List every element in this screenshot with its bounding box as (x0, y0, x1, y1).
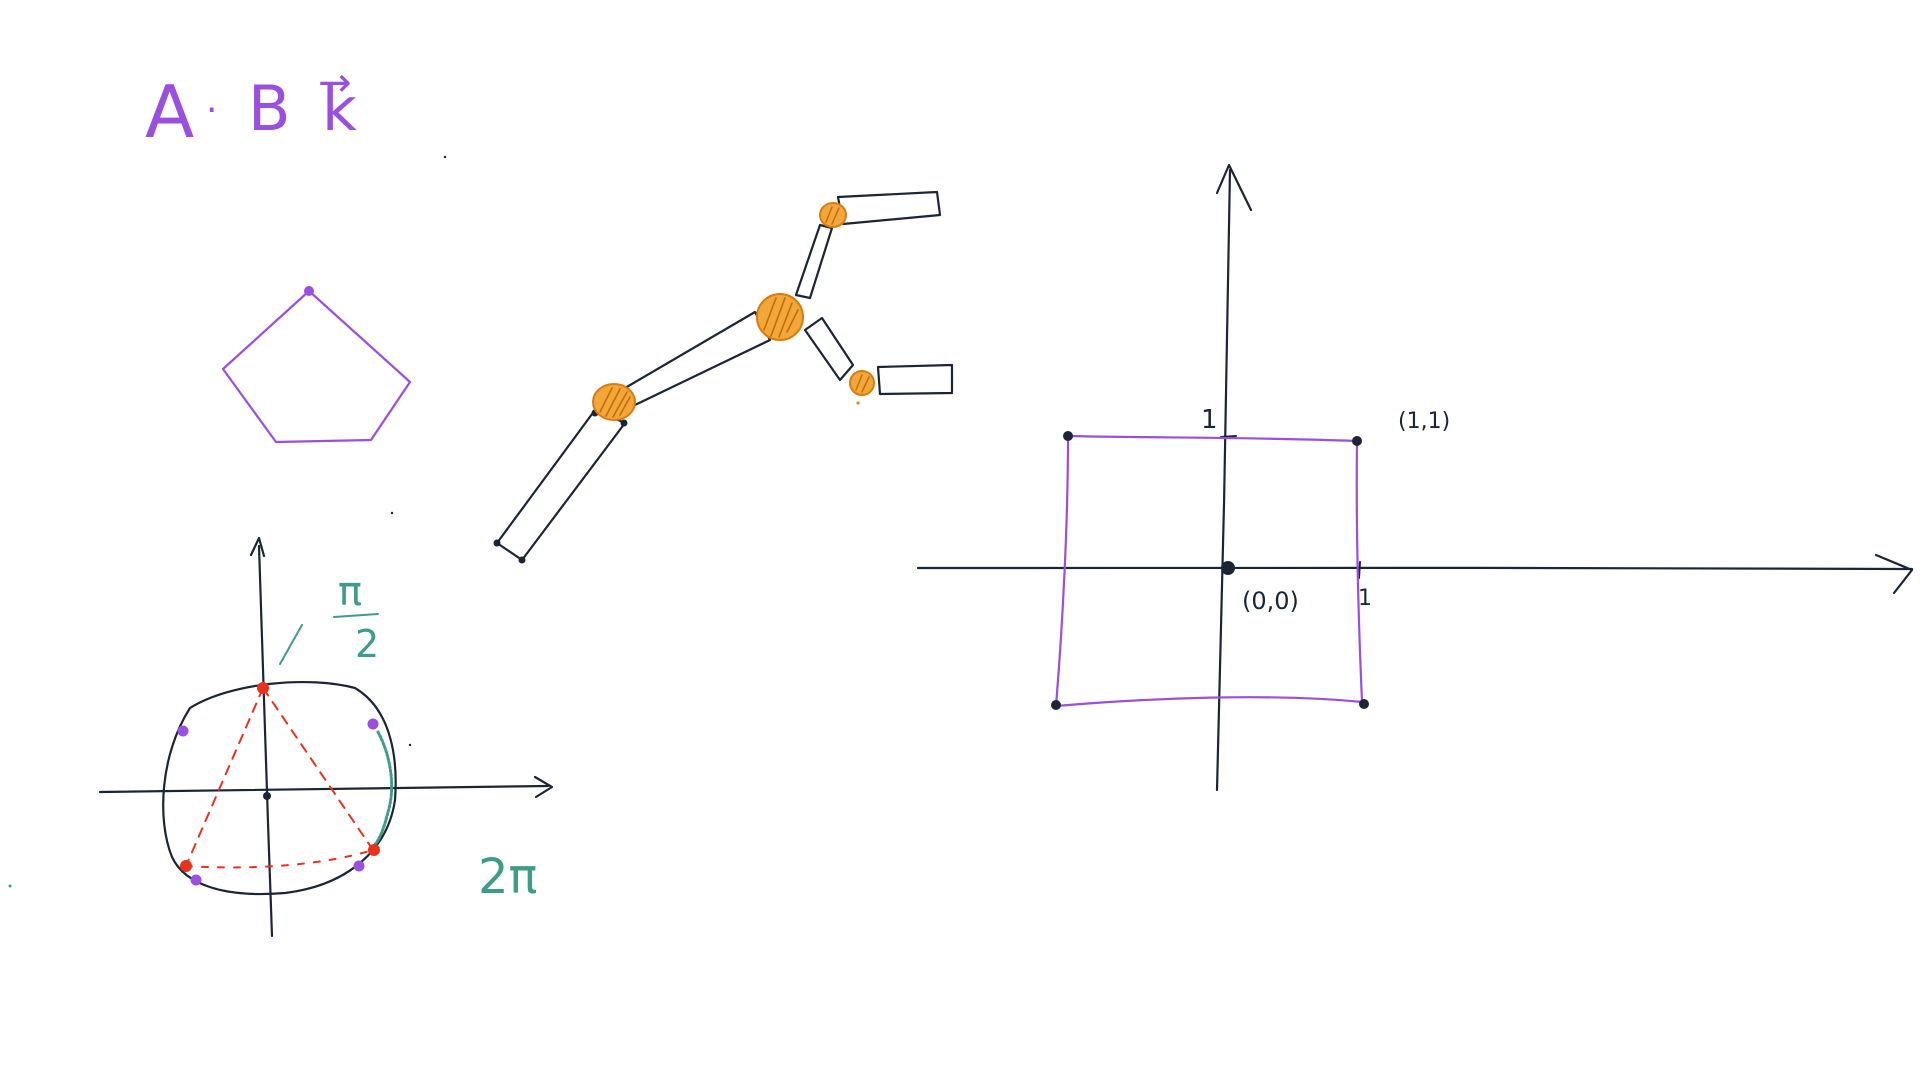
triangle-vertex-top (257, 682, 269, 694)
letter-a: A (145, 70, 194, 154)
triangle-side-left (185, 687, 264, 867)
unit-circle-diagram: π 2 2π (98, 536, 554, 938)
arc-highlight (370, 730, 394, 850)
label-x-one: 1 (1358, 586, 1372, 611)
x-axis-line (98, 784, 550, 794)
pentagon-shape (221, 286, 412, 444)
square-corner-top-right (1352, 436, 1362, 446)
label-y-one: 1 (1201, 405, 1218, 435)
gripper-bar-bottom (876, 363, 954, 396)
label-pi-numerator: π (338, 569, 362, 615)
joint-center (756, 293, 804, 341)
plane-y-axis-line (1215, 168, 1232, 792)
square-corner-bottom-left (1051, 700, 1061, 710)
robot-arm-linkage (493, 190, 954, 564)
plane-x-axis-line (916, 566, 1914, 571)
triangle-vertex-right (368, 844, 380, 856)
circle-point-upper-right (367, 718, 379, 730)
stray-mark (443, 155, 447, 159)
arm-link-middle (623, 310, 772, 407)
arm-link-upper (794, 223, 834, 300)
y-axis-line (257, 544, 274, 938)
letter-k: k (322, 75, 357, 145)
coordinate-plane: 1 1 (0,0) (1,1) (916, 163, 1914, 792)
heading-notation: A · B k → (145, 60, 357, 154)
arm-link-branch (803, 316, 855, 382)
stray-mark (8, 884, 12, 888)
plane-y-axis-arrow-icon (1215, 163, 1253, 212)
circle-point-lower-left (190, 874, 202, 886)
y-tick-mark (1220, 435, 1237, 438)
dot-operator: · (206, 90, 217, 131)
square-corner-top-left (1063, 431, 1073, 441)
gripper-bar-top (836, 190, 942, 226)
square-corner-bottom-right (1359, 699, 1369, 709)
joint-top (819, 202, 847, 228)
letter-b: B (248, 72, 291, 145)
x-axis-arrow-icon (533, 775, 554, 799)
label-pi-denominator: 2 (355, 622, 379, 666)
circle-origin-dot (263, 792, 271, 800)
triangle-side-right (262, 687, 374, 851)
vector-arrow: → (318, 60, 352, 106)
label-origin: (0,0) (1242, 587, 1299, 615)
label-two-pi: 2π (478, 849, 537, 905)
stray-mark (390, 511, 394, 515)
circle-point-lower-right (353, 860, 365, 872)
pi-over-2-pointer (279, 624, 303, 665)
triangle-side-bottom (185, 849, 374, 869)
triangle-vertex-left (180, 860, 192, 872)
arm-link-lower (495, 408, 627, 562)
pentagon-outline (221, 289, 412, 444)
x-tick-mark (1358, 561, 1361, 579)
pentagon-vertex-dot (304, 286, 314, 296)
circle-point-upper-left (177, 725, 189, 737)
circle-outline (162, 681, 397, 896)
fraction-bar (333, 613, 379, 618)
stray-mark (408, 743, 412, 747)
label-point-one-one: (1,1) (1398, 409, 1450, 434)
unit-square-outline (1054, 434, 1364, 708)
joint-base (592, 383, 636, 421)
joint-bottom (849, 370, 875, 405)
plane-x-axis-arrow-icon (1874, 553, 1914, 595)
y-axis-arrow-icon (249, 536, 266, 558)
plane-origin-dot (1221, 561, 1235, 575)
